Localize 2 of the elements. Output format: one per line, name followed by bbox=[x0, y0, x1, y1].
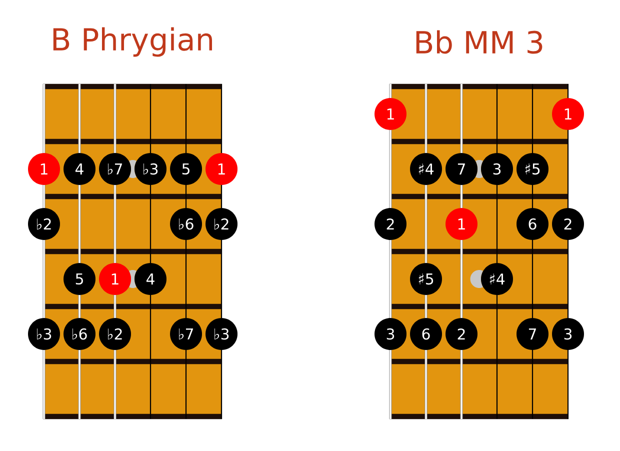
scale-title: Bb MM 3 bbox=[416, 30, 542, 54]
scale-title: B Phrygian bbox=[53, 27, 212, 57]
